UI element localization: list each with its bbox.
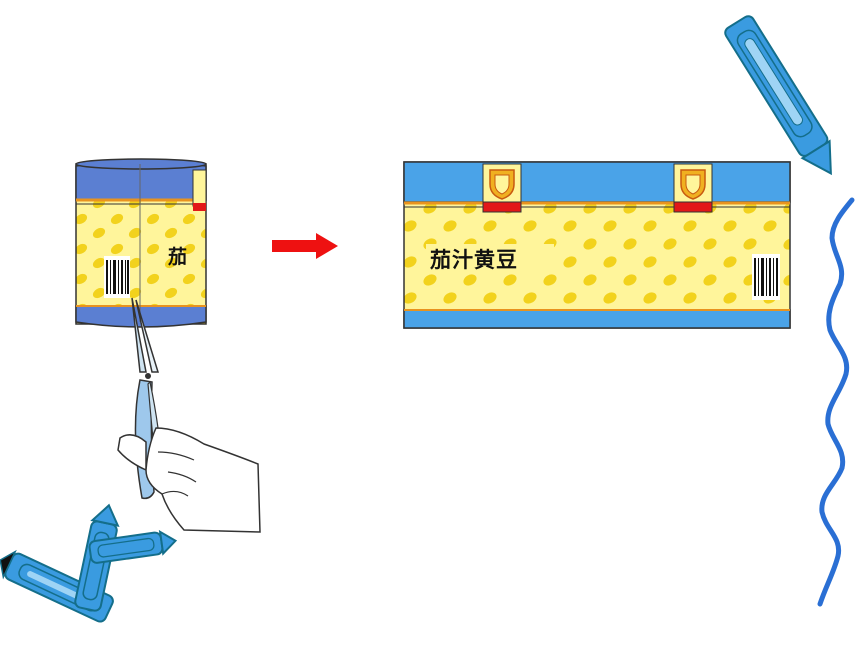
shield-badge-icon — [482, 163, 522, 213]
can-label-text: 茄 — [167, 245, 187, 268]
barcode-icon — [752, 254, 780, 300]
crayon-icon — [88, 529, 178, 564]
crayon-icon — [724, 15, 832, 176]
barcode-icon — [104, 256, 130, 298]
arrow-right-icon — [272, 233, 338, 259]
wavy-line — [817, 197, 855, 607]
hand-icon — [117, 427, 261, 533]
shield-badge-icon — [673, 163, 713, 213]
label-product-name: 茄汁黄豆 — [430, 247, 518, 272]
tin-can-icon: 茄 — [75, 158, 207, 328]
scissors-icon — [131, 297, 163, 500]
unrolled-label: 茄汁黄豆 — [403, 161, 791, 329]
